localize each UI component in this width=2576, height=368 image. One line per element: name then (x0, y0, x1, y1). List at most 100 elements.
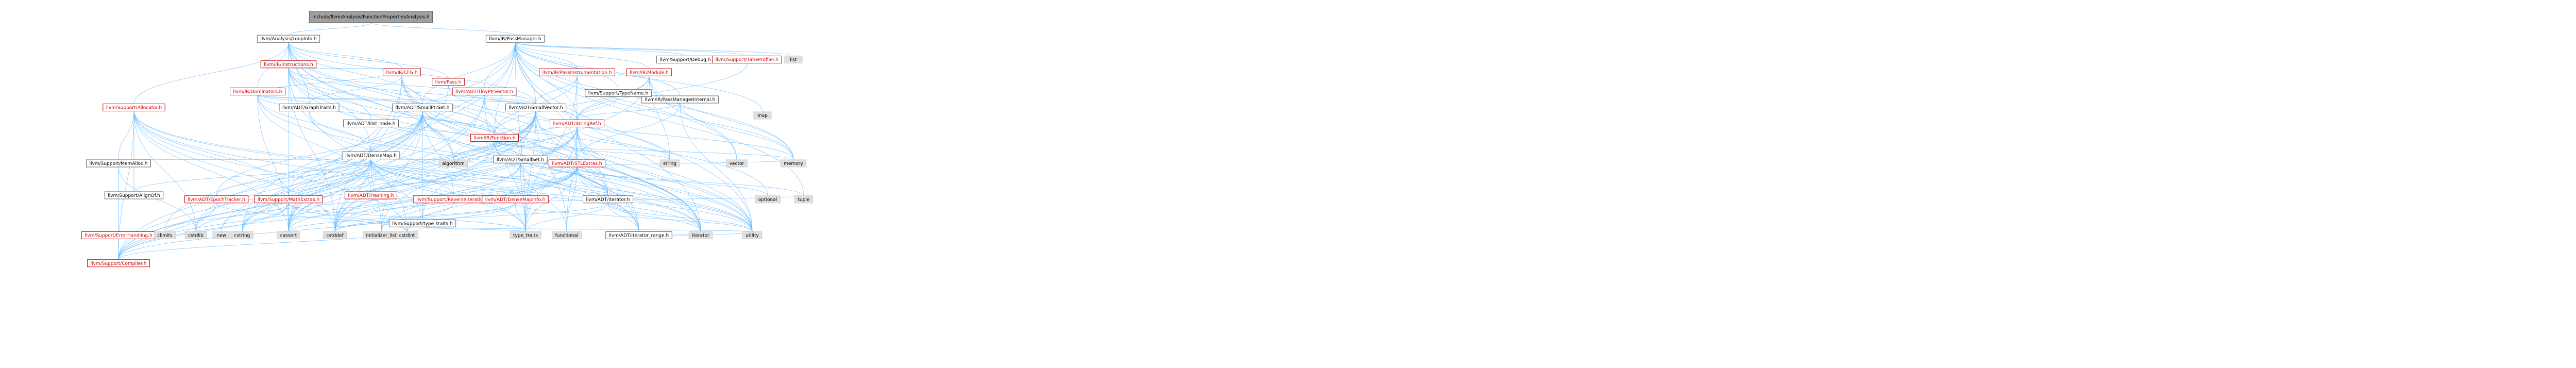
graph-node-func[interactable]: llvm/IR/Function.h (470, 133, 519, 142)
dependency-edge (525, 76, 578, 232)
node-label: vector (730, 161, 744, 166)
graph-node-cfg[interactable]: llvm/IR/CFG.h (382, 68, 421, 76)
dependency-edge (566, 166, 578, 232)
node-box (784, 56, 803, 63)
dependency-edge (216, 111, 423, 196)
graph-node-amem[interactable]: llvm/Support/MemAlloc.h (86, 159, 151, 168)
node-label: map (757, 113, 768, 119)
graph-node-tpi[interactable]: llvm/ADT/TinyPtrVector.h (452, 88, 517, 95)
dependency-edge (288, 95, 485, 232)
graph-node-ntt[interactable]: llvm/ADT/STLExtras.h (549, 159, 605, 168)
graph-node-pm[interactable]: llvm/IR/PassManager.h (485, 35, 545, 43)
graph-node-cstdlib: cstdlib (184, 231, 207, 239)
graph-node-svec[interactable]: llvm/ADT/SmallVector.h (505, 104, 567, 111)
dependency-edge (494, 141, 794, 160)
node-box (257, 35, 320, 43)
node-label: initializer_list (366, 233, 397, 239)
node-box (510, 231, 541, 239)
dependency-edge (257, 95, 536, 104)
dependency-edge (334, 127, 578, 232)
node-box (742, 231, 762, 239)
graph-node-iter[interactable]: llvm/ADT/iterator.h (583, 195, 633, 204)
node-box (539, 68, 615, 76)
graph-node-hash[interactable]: llvm/ADT/Hashing.h (345, 191, 397, 199)
graph-node-new: new (212, 231, 231, 239)
graph-node-reverse[interactable]: llvm/Support/ReverseIteration.h (413, 195, 494, 204)
graph-node-functional: functional (552, 231, 582, 239)
node-label: cstring (234, 233, 250, 239)
dependency-edge (133, 111, 289, 196)
node-label: llvm/Support/Compiler.h (91, 261, 147, 266)
graph-node-ala[interactable]: llvm/Analysis/LoopInfo.h (257, 35, 320, 43)
graph-node-smap[interactable]: llvm/ADT/DenseMap.h (342, 152, 400, 159)
graph-node-alignof[interactable]: llvm/Support/AlignOf.h (104, 191, 164, 199)
graph-node-dominators[interactable]: llvm/IR/Dominators.h (230, 88, 285, 95)
node-label: llvm/Support/Allocator.h (106, 106, 162, 111)
dependency-edge (577, 166, 701, 232)
graph-node-irange[interactable]: llvm/ADT/iterator_range.h (605, 231, 672, 239)
dependency-edge (288, 203, 408, 232)
graph-node-errh[interactable]: llvm/Support/ErrorHandling.h (81, 231, 156, 239)
node-label: type_traits (513, 233, 538, 239)
graph-node-gt[interactable]: llvm/ADT/GraphTraits.h (279, 104, 340, 111)
dependency-edge (195, 111, 423, 232)
node-box (254, 195, 323, 204)
graph-node-sptrs[interactable]: llvm/ADT/SmallPtrSet.h (392, 104, 453, 111)
dependency-edge (577, 96, 619, 120)
dependency-edge (515, 203, 753, 232)
node-label: llvm/ADT/Hashing.h (348, 193, 394, 198)
node-box (345, 191, 397, 199)
node-box (230, 88, 285, 95)
dependency-edge (422, 226, 753, 232)
dependency-edge (370, 159, 423, 220)
dependency-edge (288, 42, 454, 160)
graph-node-alloc[interactable]: llvm/Support/Allocator.h (103, 104, 165, 111)
node-box (323, 231, 347, 239)
node-box (87, 259, 150, 267)
dependency-edge (309, 111, 639, 232)
graph-node-pmi[interactable]: llvm/IR/PassManagerInternal.h (641, 95, 719, 104)
graph-node-sset[interactable]: llvm/ADT/SmallSet.h (493, 155, 548, 163)
dependency-edge (257, 95, 371, 192)
node-box (279, 104, 340, 111)
dependency-edge (257, 95, 495, 135)
graph-node-typename[interactable]: llvm/Support/TypeName.h (585, 89, 652, 97)
graph-node-stp[interactable]: llvm/Support/TimeProfiler.h (712, 56, 782, 63)
graph-node-dh[interactable]: llvm/IR/Instructions.h (260, 60, 317, 69)
dependency-edge (535, 111, 753, 232)
graph-node-pim[interactable]: llvm/IR/PassInstrumentation.h (539, 68, 615, 76)
dependency-edge (118, 203, 217, 260)
node-box (277, 231, 300, 239)
node-box (432, 78, 465, 86)
graph-node-ttraits[interactable]: llvm/Support/type_traits.h (388, 219, 456, 227)
dependency-edge (133, 111, 408, 232)
graph-node-compiler[interactable]: llvm/Support/Compiler.h (87, 259, 150, 267)
node-label: tuple (798, 197, 810, 203)
node-box (482, 195, 549, 204)
dependency-edge (494, 76, 650, 135)
node-box (309, 11, 433, 23)
node-box (392, 104, 453, 111)
dependency-edge (484, 42, 516, 88)
dependency-edge (242, 111, 423, 232)
graph-node-pass[interactable]: llvm/Pass.h (432, 78, 465, 86)
dependency-edge (525, 127, 578, 232)
node-label: list (790, 58, 797, 63)
dependency-edge (607, 203, 639, 232)
graph-node-mathx[interactable]: llvm/Support/MathExtras.h (254, 195, 323, 204)
graph-node-mod[interactable]: llvm/IR/Module.h (626, 68, 672, 76)
node-box (659, 159, 680, 168)
dependency-edge (370, 42, 516, 152)
graph-node-epoch[interactable]: llvm/ADT/EpochTracker.h (184, 195, 249, 204)
dependency-edge (566, 127, 578, 232)
node-box (605, 231, 672, 239)
dependency-edge (680, 103, 753, 232)
graph-node-dminfo[interactable]: llvm/ADT/DenseMapInfo.h (482, 195, 549, 204)
dependency-edge (288, 159, 371, 196)
graph-node-sdbg[interactable]: llvm/Support/Debug.h (656, 56, 714, 63)
graph-node-root[interactable]: include/llvm/Analysis/FunctionProperties… (309, 11, 433, 23)
graph-node-sref[interactable]: llvm/ADT/StringRef.h (549, 120, 605, 127)
graph-node-ilist[interactable]: llvm/ADT/ilist_node.h (343, 120, 399, 127)
dependency-edge (370, 159, 753, 232)
include-dependency-graph: include/llvm/Analysis/FunctionProperties… (81, 11, 813, 267)
